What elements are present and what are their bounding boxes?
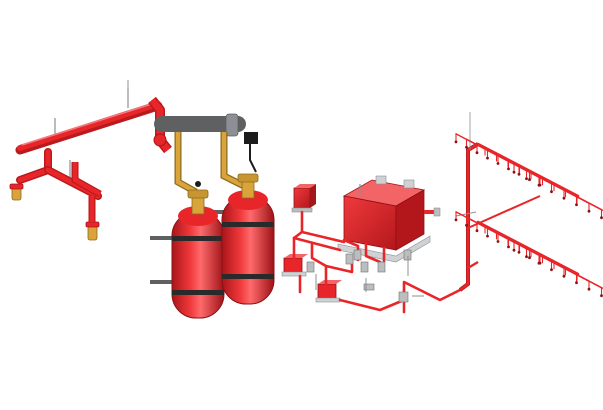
sprinkler-grid-lower — [454, 211, 603, 298]
pump-station — [281, 175, 462, 314]
cylinder-bank — [150, 113, 275, 319]
gas-cylinder-right — [221, 173, 275, 305]
sprinkler-network — [454, 112, 603, 298]
main-pump-unit — [337, 175, 441, 263]
distribution-manifold — [9, 80, 172, 241]
control-valve-box — [291, 184, 316, 213]
pump-left — [281, 254, 308, 277]
sprinkler-grid-upper — [454, 133, 603, 220]
pump-right — [315, 280, 342, 303]
gas-cylinder-left — [171, 181, 225, 319]
